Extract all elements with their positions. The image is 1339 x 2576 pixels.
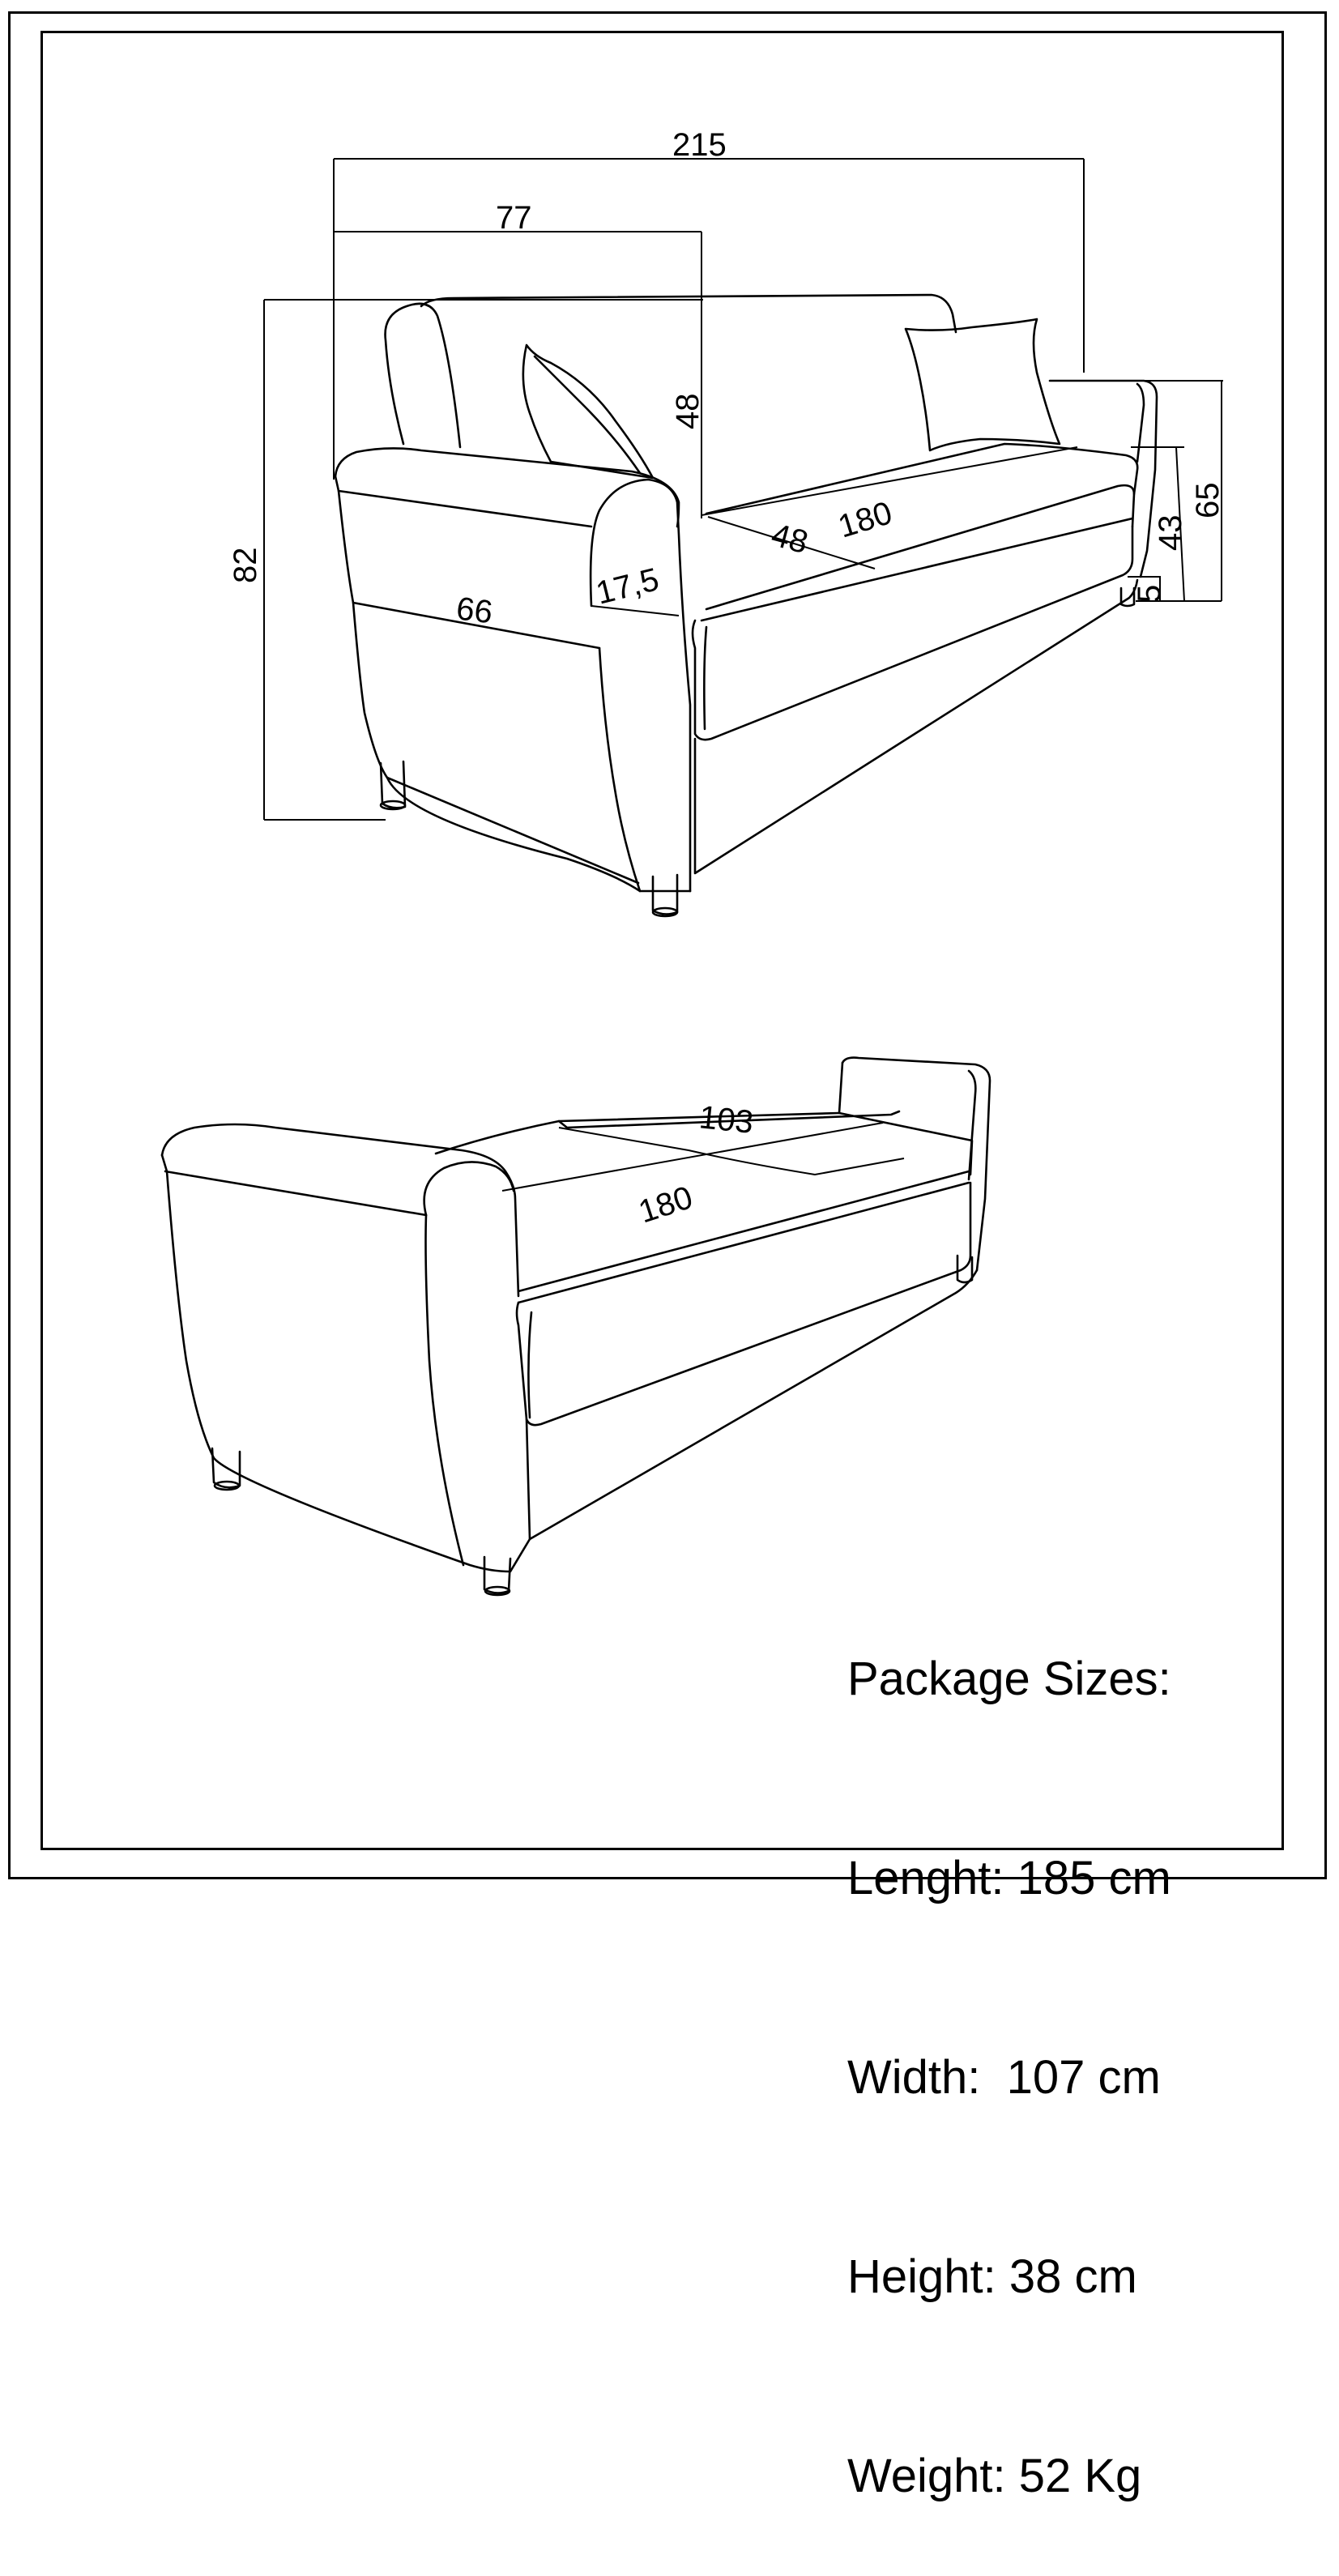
package-width: Width: 107 cm — [847, 2051, 1161, 2104]
outer-frame — [8, 11, 1327, 1879]
dim-overall-height: 82 — [228, 548, 263, 584]
dim-seat-height: 43 — [1153, 515, 1188, 552]
dim-back-height: 48 — [670, 394, 706, 430]
dim-bed-width: 103 — [697, 1099, 755, 1141]
sofa-dimension-drawing: 215 77 48 82 48 180 17,5 66 65 43 5 — [160, 127, 1226, 1597]
dim-leg-height: 5 — [1132, 585, 1167, 603]
dimension-lines — [263, 158, 1223, 821]
dim-seat-width: 180 — [834, 495, 897, 545]
package-length: Lenght: 185 cm — [847, 1852, 1171, 1904]
dim-overall-width: 215 — [672, 127, 727, 163]
package-sizes: Package Sizes: Lenght: 185 cm Width: 107… — [847, 1513, 1171, 2576]
package-weight: Weight: 52 Kg — [847, 2450, 1142, 2502]
package-height: Height: 38 cm — [847, 2250, 1137, 2303]
dim-arm-height: 65 — [1190, 483, 1226, 519]
sofa-illustration — [334, 293, 1158, 918]
dimension-labels: 215 77 48 82 48 180 17,5 66 65 43 5 — [228, 127, 1226, 630]
dim-arm-width: 17,5 — [593, 561, 663, 612]
sofa-bed-illustration — [160, 1056, 991, 1597]
dim-seat-side-depth: 77 — [496, 200, 532, 236]
package-title: Package Sizes: — [847, 1653, 1171, 1705]
dim-bed-length: 180 — [634, 1179, 697, 1230]
dim-seat-depth: 48 — [768, 517, 812, 561]
inner-frame — [41, 31, 1284, 1850]
dim-arm-depth: 66 — [454, 591, 495, 630]
